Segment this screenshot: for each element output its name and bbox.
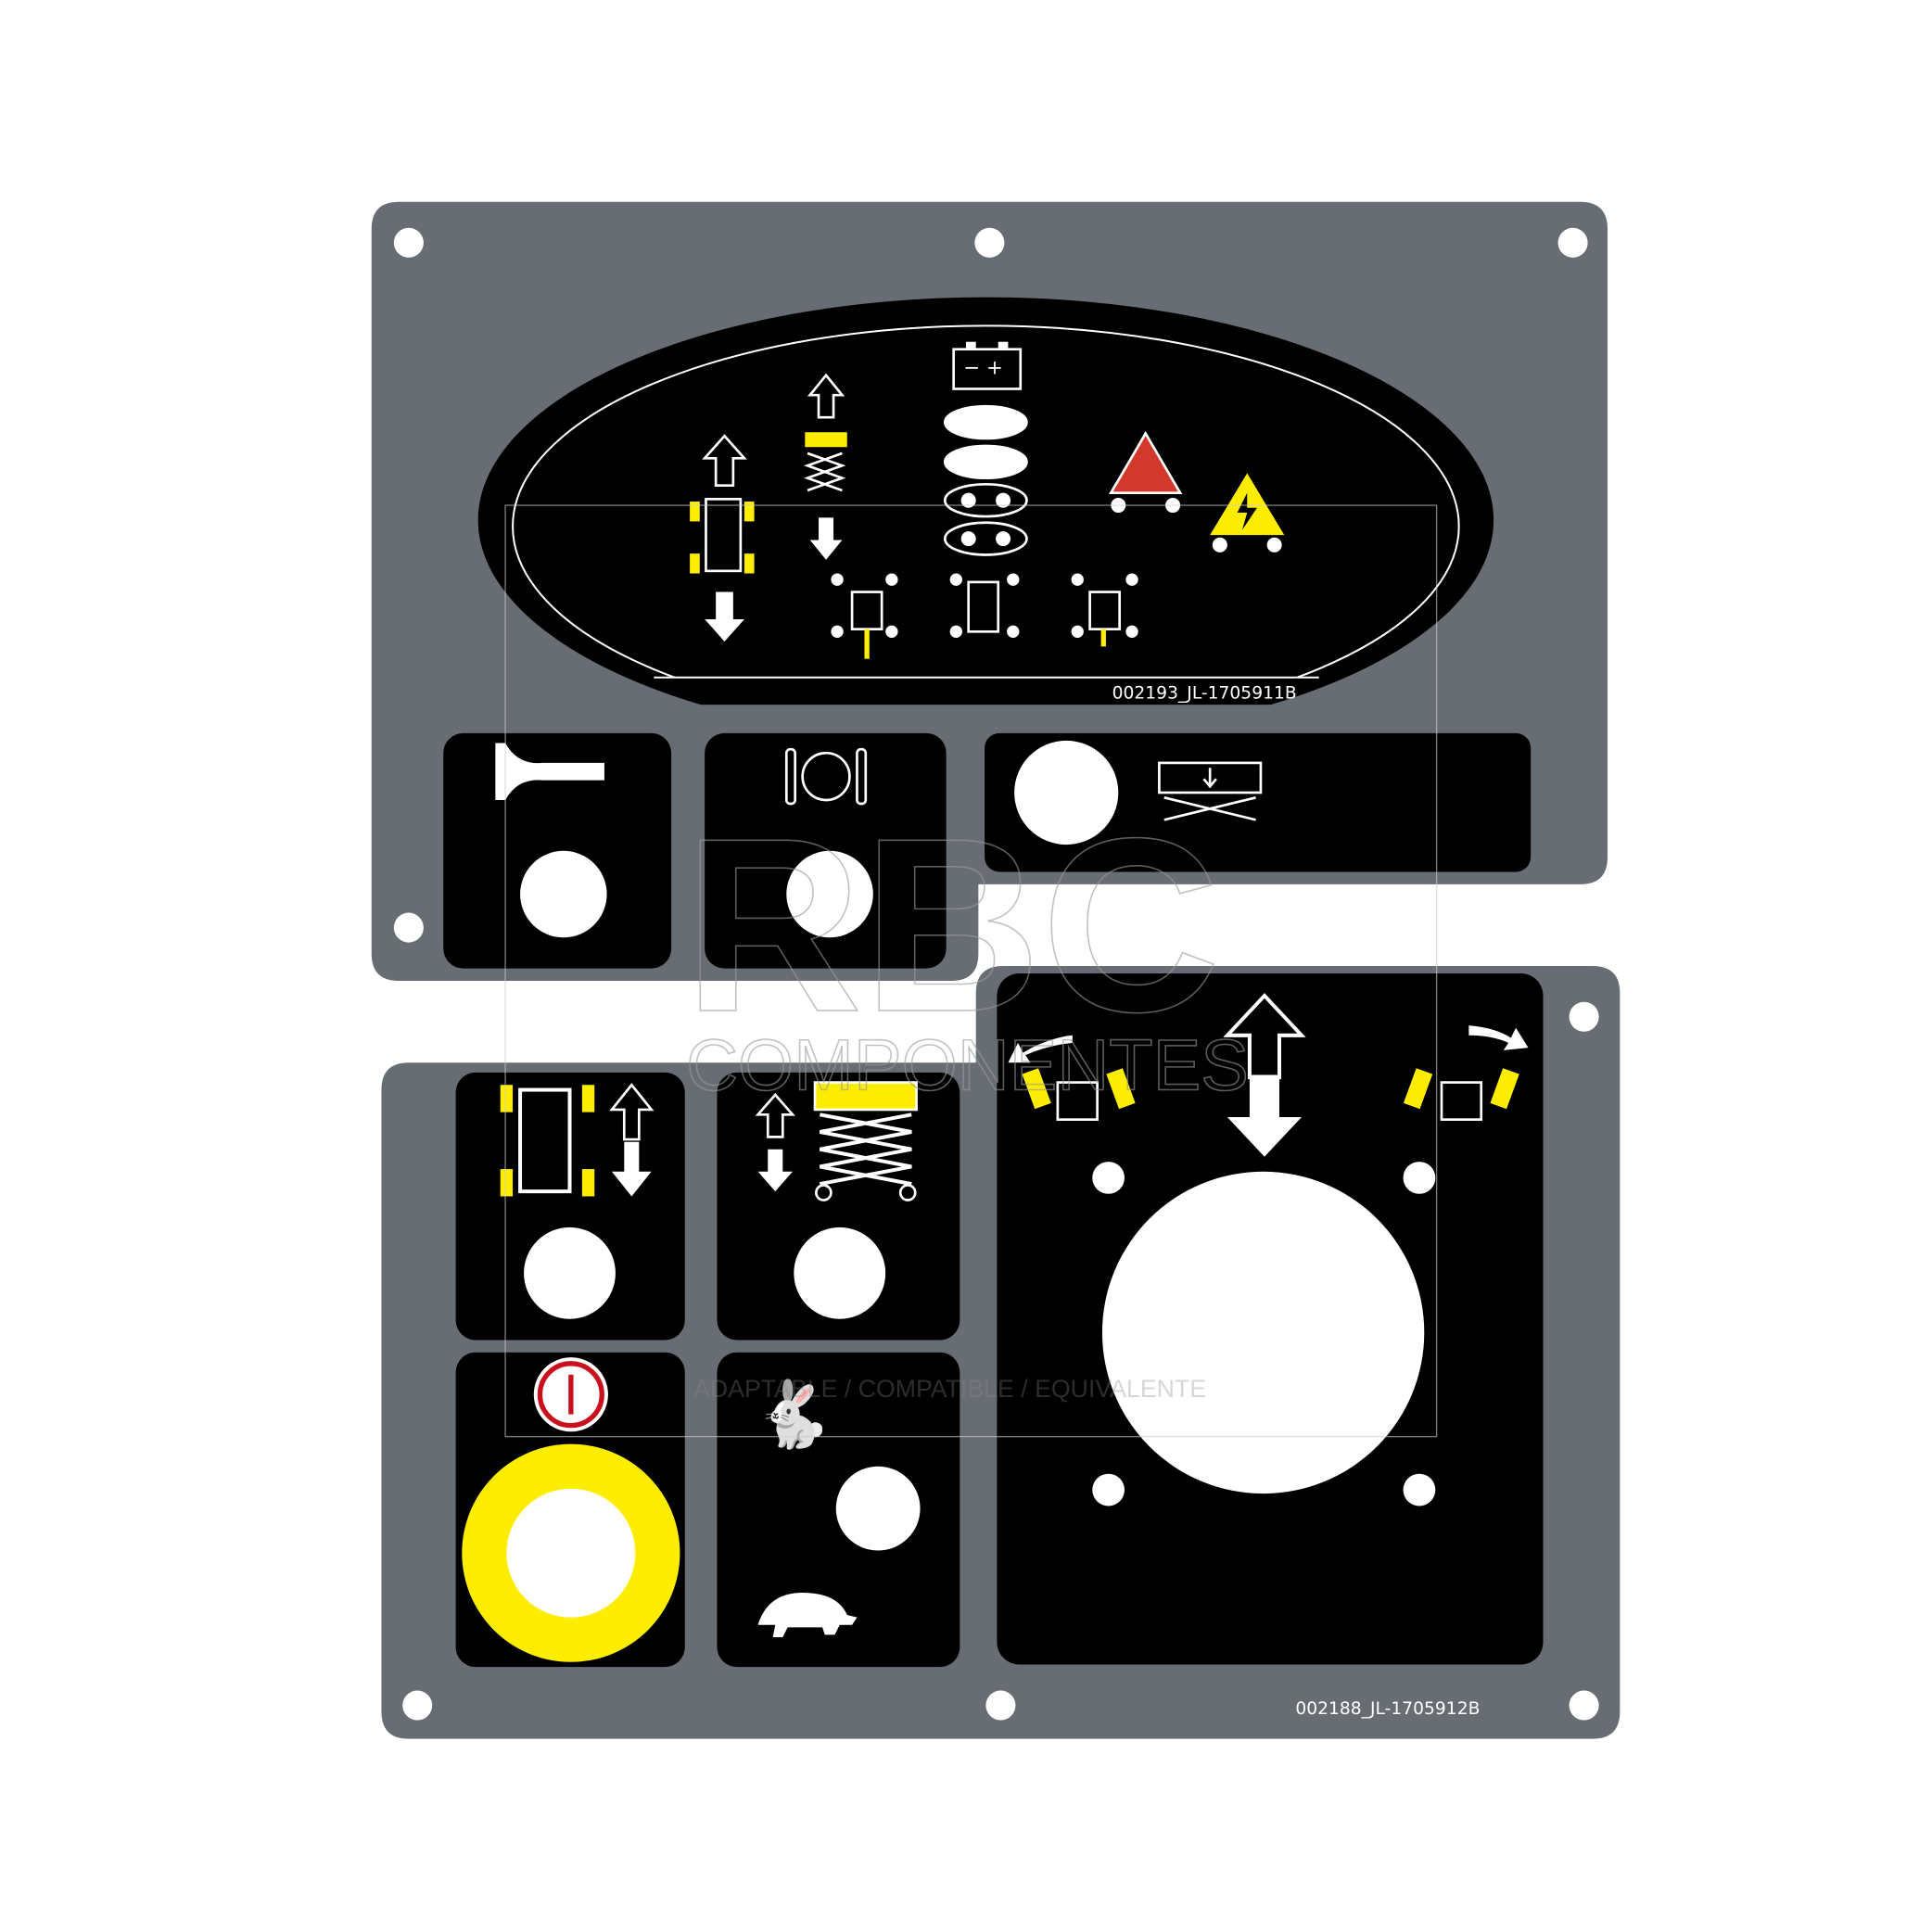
lift-mode-icon — [804, 373, 847, 560]
forward-reverse-icon — [1223, 993, 1306, 1157]
mounting-holes-top — [393, 227, 1588, 943]
steer-right-icon — [1403, 1025, 1529, 1121]
turtle-icon — [757, 1592, 858, 1638]
joystick-mount-holes — [1092, 1162, 1436, 1506]
battery-level-icon — [943, 404, 1028, 556]
joystick[interactable] — [997, 973, 1544, 1665]
platform-lower-icon — [1158, 761, 1263, 821]
platform-lower-button[interactable] — [985, 732, 1532, 872]
horn-button[interactable] — [443, 732, 672, 969]
drive-mode-icon — [690, 434, 755, 642]
top-part-number: 002193_JL-1705911B — [1112, 683, 1297, 703]
horn-icon — [495, 743, 604, 800]
svg-text:− +: − + — [963, 356, 1003, 379]
rabbit-icon: 🐇 — [753, 1379, 833, 1452]
emergency-stop-button[interactable] — [455, 1352, 685, 1668]
svg-text:COMPONENTES: COMPONENTES — [686, 1026, 1249, 1106]
lift-select-button[interactable] — [717, 1072, 960, 1341]
svg-text:ADAPTABLE / COMPATIBLE / EQUIV: ADAPTABLE / COMPATIBLE / EQUIVALENTE — [693, 1375, 1206, 1403]
brake-icon — [784, 747, 868, 806]
steer-left-icon — [1008, 1035, 1136, 1121]
drive-select-button[interactable] — [455, 1072, 685, 1341]
battery-icon: − + — [952, 341, 1023, 390]
mounting-holes-bottom — [402, 1001, 1599, 1721]
watermark: RBC COMPONENTES ADAPTABLE / COMPATIBLE /… — [504, 504, 1438, 1438]
brake-release-button[interactable] — [705, 732, 947, 969]
display-outline — [512, 324, 1460, 678]
speed-select-button[interactable]: 🐇 — [717, 1352, 960, 1668]
joystick-opening[interactable] — [1101, 1171, 1425, 1494]
power-icon — [533, 1357, 608, 1432]
lift-icon — [755, 1081, 918, 1201]
electrical-hazard-icon — [1210, 473, 1285, 553]
outrigger-icon — [831, 573, 1138, 659]
svg-text:RBC: RBC — [683, 786, 1220, 1063]
bottom-part-number: 002188_JL-1705912B — [1295, 1699, 1480, 1719]
drive-icon — [500, 1083, 655, 1197]
